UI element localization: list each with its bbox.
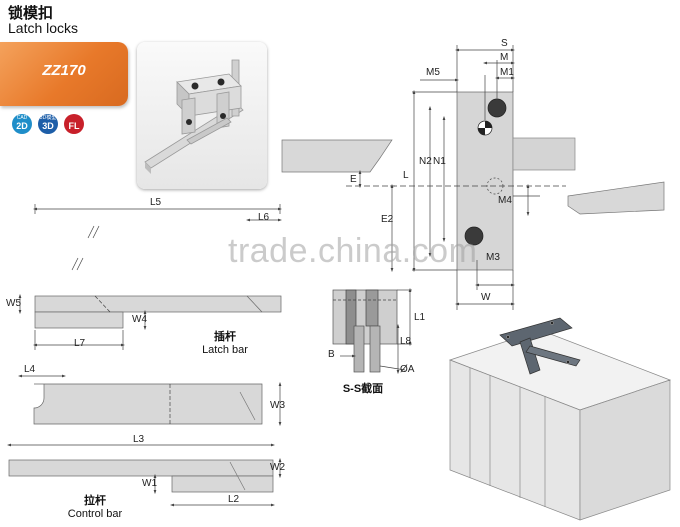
model-3d-icon-caption: 3D模型 (39, 115, 57, 121)
dim-l1: L1 (414, 312, 426, 323)
dim-l8: L8 (400, 336, 412, 347)
mould-plate-left (281, 139, 393, 173)
product-code: ZZ170 (42, 62, 86, 79)
dim-w: W (481, 292, 491, 303)
control-bar-caption-en: Control bar (67, 508, 123, 520)
cad-2d-icon-caption: CAD (16, 115, 28, 121)
dim-w1: W1 (142, 478, 157, 489)
dim-l6: L6 (258, 212, 270, 223)
title-chinese: 锁模扣 (8, 5, 54, 22)
dim-l: L (403, 170, 409, 181)
section-view (332, 289, 398, 373)
dim-l4: L4 (24, 364, 36, 375)
latch-bar-caption: 插杆 Latch bar (195, 328, 255, 356)
dim-w5: W5 (6, 298, 21, 309)
latch-bar-caption-en: Latch bar (202, 344, 248, 356)
latch-bar-caption-cn: 插杆 (214, 331, 236, 343)
control-bar-caption: 拉杆 Control bar (60, 492, 130, 520)
cad-2d-icon-label: 2D (16, 121, 28, 131)
dim-w2: W2 (270, 462, 285, 473)
section-caption: S-S截面 (342, 383, 384, 395)
dim-m1: M1 (500, 67, 514, 78)
dim-l3: L3 (133, 434, 145, 445)
dim-e: E (350, 174, 357, 185)
latch-bar-side-view (567, 181, 665, 215)
latch-lock-photo-icon (144, 59, 244, 174)
dim-a: ØA (400, 364, 415, 375)
control-bar-bottom-drawing (8, 459, 274, 493)
fl-icon-label: FL (68, 121, 80, 131)
dim-e2: E2 (381, 214, 394, 225)
dim-l5: L5 (150, 197, 162, 208)
dim-m3: M3 (486, 252, 500, 263)
dim-w3: W3 (270, 400, 285, 411)
watermark: trade.china.com (228, 232, 478, 270)
dim-b: B (328, 349, 335, 360)
title-english: Latch locks (8, 20, 79, 36)
model-3d-icon-label: 3D (42, 121, 54, 131)
latch-bar-drawing (34, 295, 282, 329)
dim-m: M (500, 52, 509, 63)
dim-l2: L2 (228, 494, 240, 505)
dim-n1: N1 (433, 156, 446, 167)
dim-s: S (501, 38, 508, 49)
control-bar-top-drawing (33, 383, 263, 425)
dim-m4: M4 (498, 195, 512, 206)
product-photo (137, 42, 267, 189)
product-code-badge (0, 42, 128, 106)
dim-w4: W4 (132, 314, 147, 325)
dim-l7: L7 (74, 338, 86, 349)
mould-plate-right (512, 137, 576, 171)
control-bar-caption-cn: 拉杆 (84, 495, 106, 507)
mould-3d-illustration (448, 317, 672, 521)
dim-n2: N2 (419, 156, 432, 167)
cad-2d-icon[interactable]: CAD 2D (12, 114, 32, 134)
dim-m5: M5 (426, 67, 440, 78)
fl-icon[interactable]: FL (64, 114, 84, 134)
model-3d-icon[interactable]: 3D模型 3D (38, 114, 58, 134)
